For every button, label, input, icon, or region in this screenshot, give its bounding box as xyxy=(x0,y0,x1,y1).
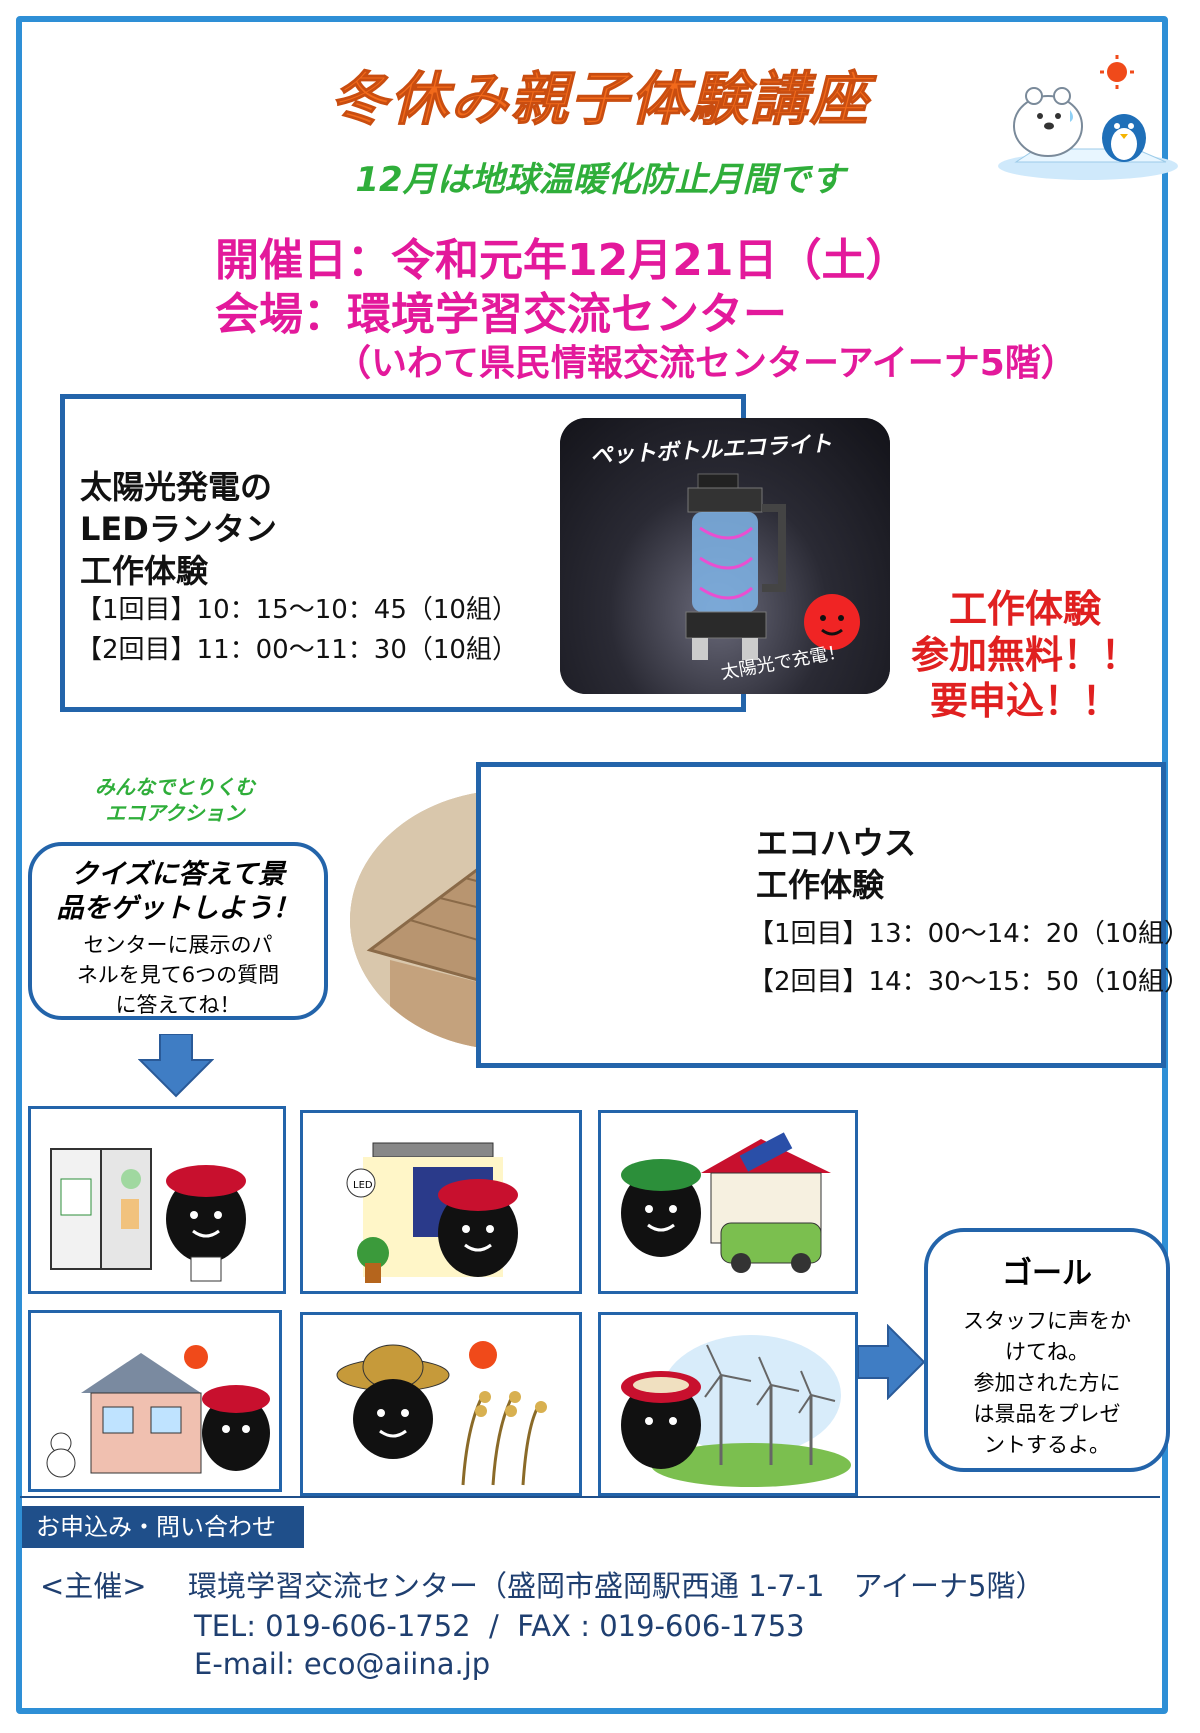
email-link[interactable]: E-mail: eco@aiina.jp xyxy=(194,1647,491,1681)
illustration-ev-house xyxy=(598,1110,858,1294)
quiz-body-line: に答えてね！ xyxy=(115,993,241,1017)
organizer-label: <主催> xyxy=(40,1569,147,1603)
event-venue-detail: （いわて県民情報交流センターアイーナ5階） xyxy=(335,343,1077,384)
illustration-fridge xyxy=(28,1106,286,1294)
quiz-body-line: センターに展示のパ xyxy=(83,933,273,957)
workshop1-title: 太陽光発電の LEDランタン 工作体験 xyxy=(80,466,277,592)
tagline-line: エコアクション xyxy=(105,801,245,825)
quiz-heading-line: 品をゲットしよう！ xyxy=(56,893,300,924)
workshop2-title-line: 工作体験 xyxy=(756,866,885,904)
quiz-heading-line: クイズに答えて景 xyxy=(71,859,285,890)
workshop2-schedule: 【1回目】13：00～14：20（10組） 【2回目】14：30～15：50（1… xyxy=(748,910,1190,1006)
contact-tag: お申込み・問い合わせ xyxy=(22,1506,304,1548)
workshop1-schedule: 【1回目】10：15～10：45（10組） 【2回目】11：00～11：30（1… xyxy=(76,590,518,670)
lantern-icon xyxy=(685,473,786,660)
workshop1-title-line: 太陽光発電の xyxy=(80,468,273,506)
session-time: 【1回目】10：15～10：45（10組） xyxy=(76,595,518,625)
lantern-photo: ペットボトルエコライト 太陽光で充電！ xyxy=(560,418,890,694)
session-time: 【2回目】11：00～11：30（10組） xyxy=(76,635,518,665)
event-venue: 会場：環境学習交流センター xyxy=(215,289,787,340)
illustration-led: LED xyxy=(300,1110,582,1294)
footer-divider xyxy=(20,1496,1160,1498)
page-subtitle: 12月は地球温暖化防止月間です xyxy=(355,160,845,200)
quiz-heading: クイズに答えて景 品をゲットしよう！ xyxy=(32,858,324,926)
illustration-insulated-house xyxy=(28,1310,282,1492)
goal-bubble: ゴール スタッフに声をか けてね。 参加された方に は景品をプレゼ ントするよ。 xyxy=(924,1228,1170,1472)
organizer-address: 環境学習交流センター（盛岡市盛岡駅西通 1-7-1 アイーナ5階） xyxy=(188,1569,1045,1603)
polar-bear-penguin-illustration xyxy=(998,55,1178,180)
goal-body-line: は景品をプレゼ xyxy=(973,1402,1121,1426)
down-arrow-icon xyxy=(138,1034,214,1098)
event-date: 開催日：令和元年12月21日（土） xyxy=(215,235,910,286)
eco-action-tagline: みんなでとりくむ エコアクション xyxy=(40,774,310,826)
quiz-body: センターに展示のパ ネルを見て6つの質問 に答えてね！ xyxy=(32,930,324,1020)
workshop1-title-line: LEDランタン xyxy=(80,510,277,548)
goal-body-line: スタッフに声をか xyxy=(963,1309,1131,1333)
illustration-rice-field xyxy=(300,1312,582,1496)
workshop1-title-line: 工作体験 xyxy=(80,552,209,590)
notice-line: 要申込！！ xyxy=(929,679,1120,723)
quiz-bubble: クイズに答えて景 品をゲットしよう！ センターに展示のパ ネルを見て6つの質問 … xyxy=(28,842,328,1020)
goal-title: ゴール xyxy=(1002,1256,1092,1291)
session-time: 【1回目】13：00～14：20（10組） xyxy=(748,919,1190,949)
workshop2-title: エコハウス 工作体験 xyxy=(756,822,916,906)
notice-line: 工作体験 xyxy=(948,587,1101,631)
tagline-line: みんなでとりくむ xyxy=(95,775,255,799)
workshop2-title-line: エコハウス xyxy=(756,824,917,862)
tel-fax: TEL: 019-606-1752 / FAX : 019-606-1753 xyxy=(194,1609,805,1643)
sun-mascot-icon xyxy=(804,594,860,650)
goal-body-line: ントするよ。 xyxy=(984,1433,1110,1457)
right-arrow-icon xyxy=(858,1324,926,1400)
goal-body: スタッフに声をか けてね。 参加された方に は景品をプレゼ ントするよ。 xyxy=(928,1306,1166,1461)
session-time: 【2回目】14：30～15：50（10組） xyxy=(748,967,1190,997)
goal-body-line: けてね。 xyxy=(1005,1340,1089,1364)
goal-body-line: 参加された方に xyxy=(973,1371,1121,1395)
illustration-wind-turbines xyxy=(598,1312,858,1496)
quiz-body-line: ネルを見て6つの質問 xyxy=(76,963,280,987)
page-title: 冬休み親子体験講座 xyxy=(329,65,870,134)
workshop2-box xyxy=(476,762,1166,1068)
notice-line: 参加無料！！ xyxy=(910,633,1139,677)
notice: 工作体験 参加無料！！ 要申込！！ xyxy=(890,586,1160,724)
svg-text:LED: LED xyxy=(353,1180,373,1191)
